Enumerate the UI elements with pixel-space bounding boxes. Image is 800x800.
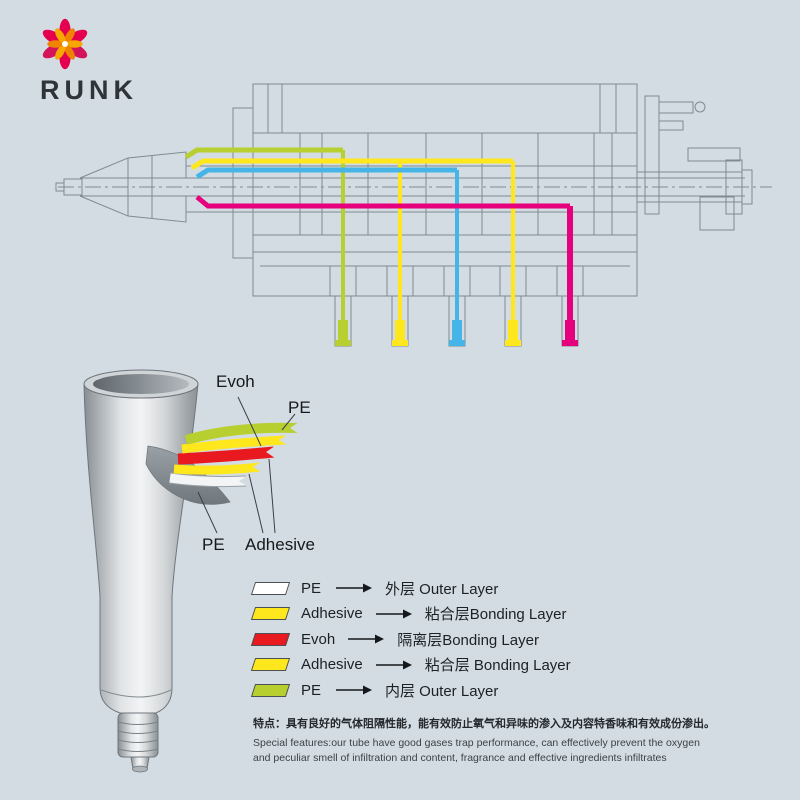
legend-material: Evoh <box>301 630 336 648</box>
legend-row: Adhesive 粘合层Bonding Layer <box>250 604 653 624</box>
arrow-right-icon <box>336 685 372 695</box>
arrow-right-icon <box>336 583 372 593</box>
features-english-line1: Special features:our tube have good gase… <box>253 737 700 749</box>
channel-yellow <box>190 158 521 346</box>
legend-material: Adhesive <box>301 656 363 673</box>
legend-swatch <box>250 581 291 595</box>
legend-material: PE <box>301 579 322 597</box>
legend-description: 隔离层Bonding Layer <box>397 631 539 649</box>
legend-row: Evoh 隔离层Bonding Layer <box>250 629 653 649</box>
legend-row: PE 外层 Outer Layer <box>250 578 653 598</box>
features-chinese: 特点：具有良好的气体阻隔性能，能有效防止氧气和异味的渗入及内容特香味和有效成份渗… <box>253 718 715 730</box>
legend-swatch <box>250 632 291 646</box>
layer-adhesive-2 <box>173 462 261 475</box>
legend-description: 内层 Outer Layer <box>385 682 499 700</box>
legend-swatch <box>250 658 291 671</box>
brand-name: RUNK <box>40 75 138 105</box>
layer-adhesive-1 <box>181 435 287 454</box>
die-body <box>252 83 638 297</box>
left-plate <box>232 107 254 259</box>
channel-magenta <box>195 195 578 346</box>
nozzle-cone <box>55 151 187 223</box>
brand-logo: RUNK <box>36 16 166 106</box>
legend-description: 粘合层Bonding Layer <box>424 606 567 623</box>
legend-description: 外层 Outer Layer <box>385 580 499 598</box>
channel-green <box>184 147 351 346</box>
callout-pe-inner: PE <box>288 398 311 417</box>
extrusion-die-diagram <box>55 83 772 347</box>
layer-ribbons <box>169 422 299 488</box>
tube-body <box>83 383 199 714</box>
legend-swatch <box>250 683 291 697</box>
callout-evoh: Evoh <box>216 372 255 391</box>
legend-row: PE 内层 Outer Layer <box>250 680 653 700</box>
arrow-right-icon <box>348 634 385 644</box>
pinwheel-flower-icon <box>42 18 88 70</box>
tube-mouth-opening <box>93 374 189 394</box>
arrow-right-icon <box>375 609 412 618</box>
layer-pe-outer <box>169 473 247 487</box>
thread-lines <box>117 721 159 752</box>
legend-row: Adhesive 粘合层 Bonding Layer <box>250 655 653 675</box>
callout-adhesive: Adhesive <box>245 535 315 554</box>
layer-pe-inner <box>184 422 299 445</box>
legend-material: Adhesive <box>301 605 363 622</box>
features-text-block: 特点：具有良好的气体阻隔性能，能有效防止氧气和异味的渗入及内容特香味和有效成份渗… <box>253 715 773 765</box>
layer-legend: PE 外层 Outer Layer Adhesive 粘合层Bonding La… <box>250 578 653 706</box>
tube-shoulder-line <box>100 689 172 698</box>
channel-cyan <box>195 167 465 346</box>
right-flange-hardware <box>637 95 753 231</box>
features-english-line2: and peculiar smell of infiltration and c… <box>253 751 667 764</box>
legend-material: PE <box>301 681 322 699</box>
layer-evoh <box>177 446 275 465</box>
arrow-right-icon <box>375 660 412 669</box>
legend-swatch <box>250 607 291 620</box>
callout-leader-lines <box>197 396 296 534</box>
melt-channels <box>184 147 578 346</box>
tube-illustration <box>83 369 299 773</box>
legend-description: 粘合层 Bonding Layer <box>424 657 571 674</box>
callout-pe-outer: PE <box>202 535 225 554</box>
tube-tip-opening <box>132 765 148 773</box>
